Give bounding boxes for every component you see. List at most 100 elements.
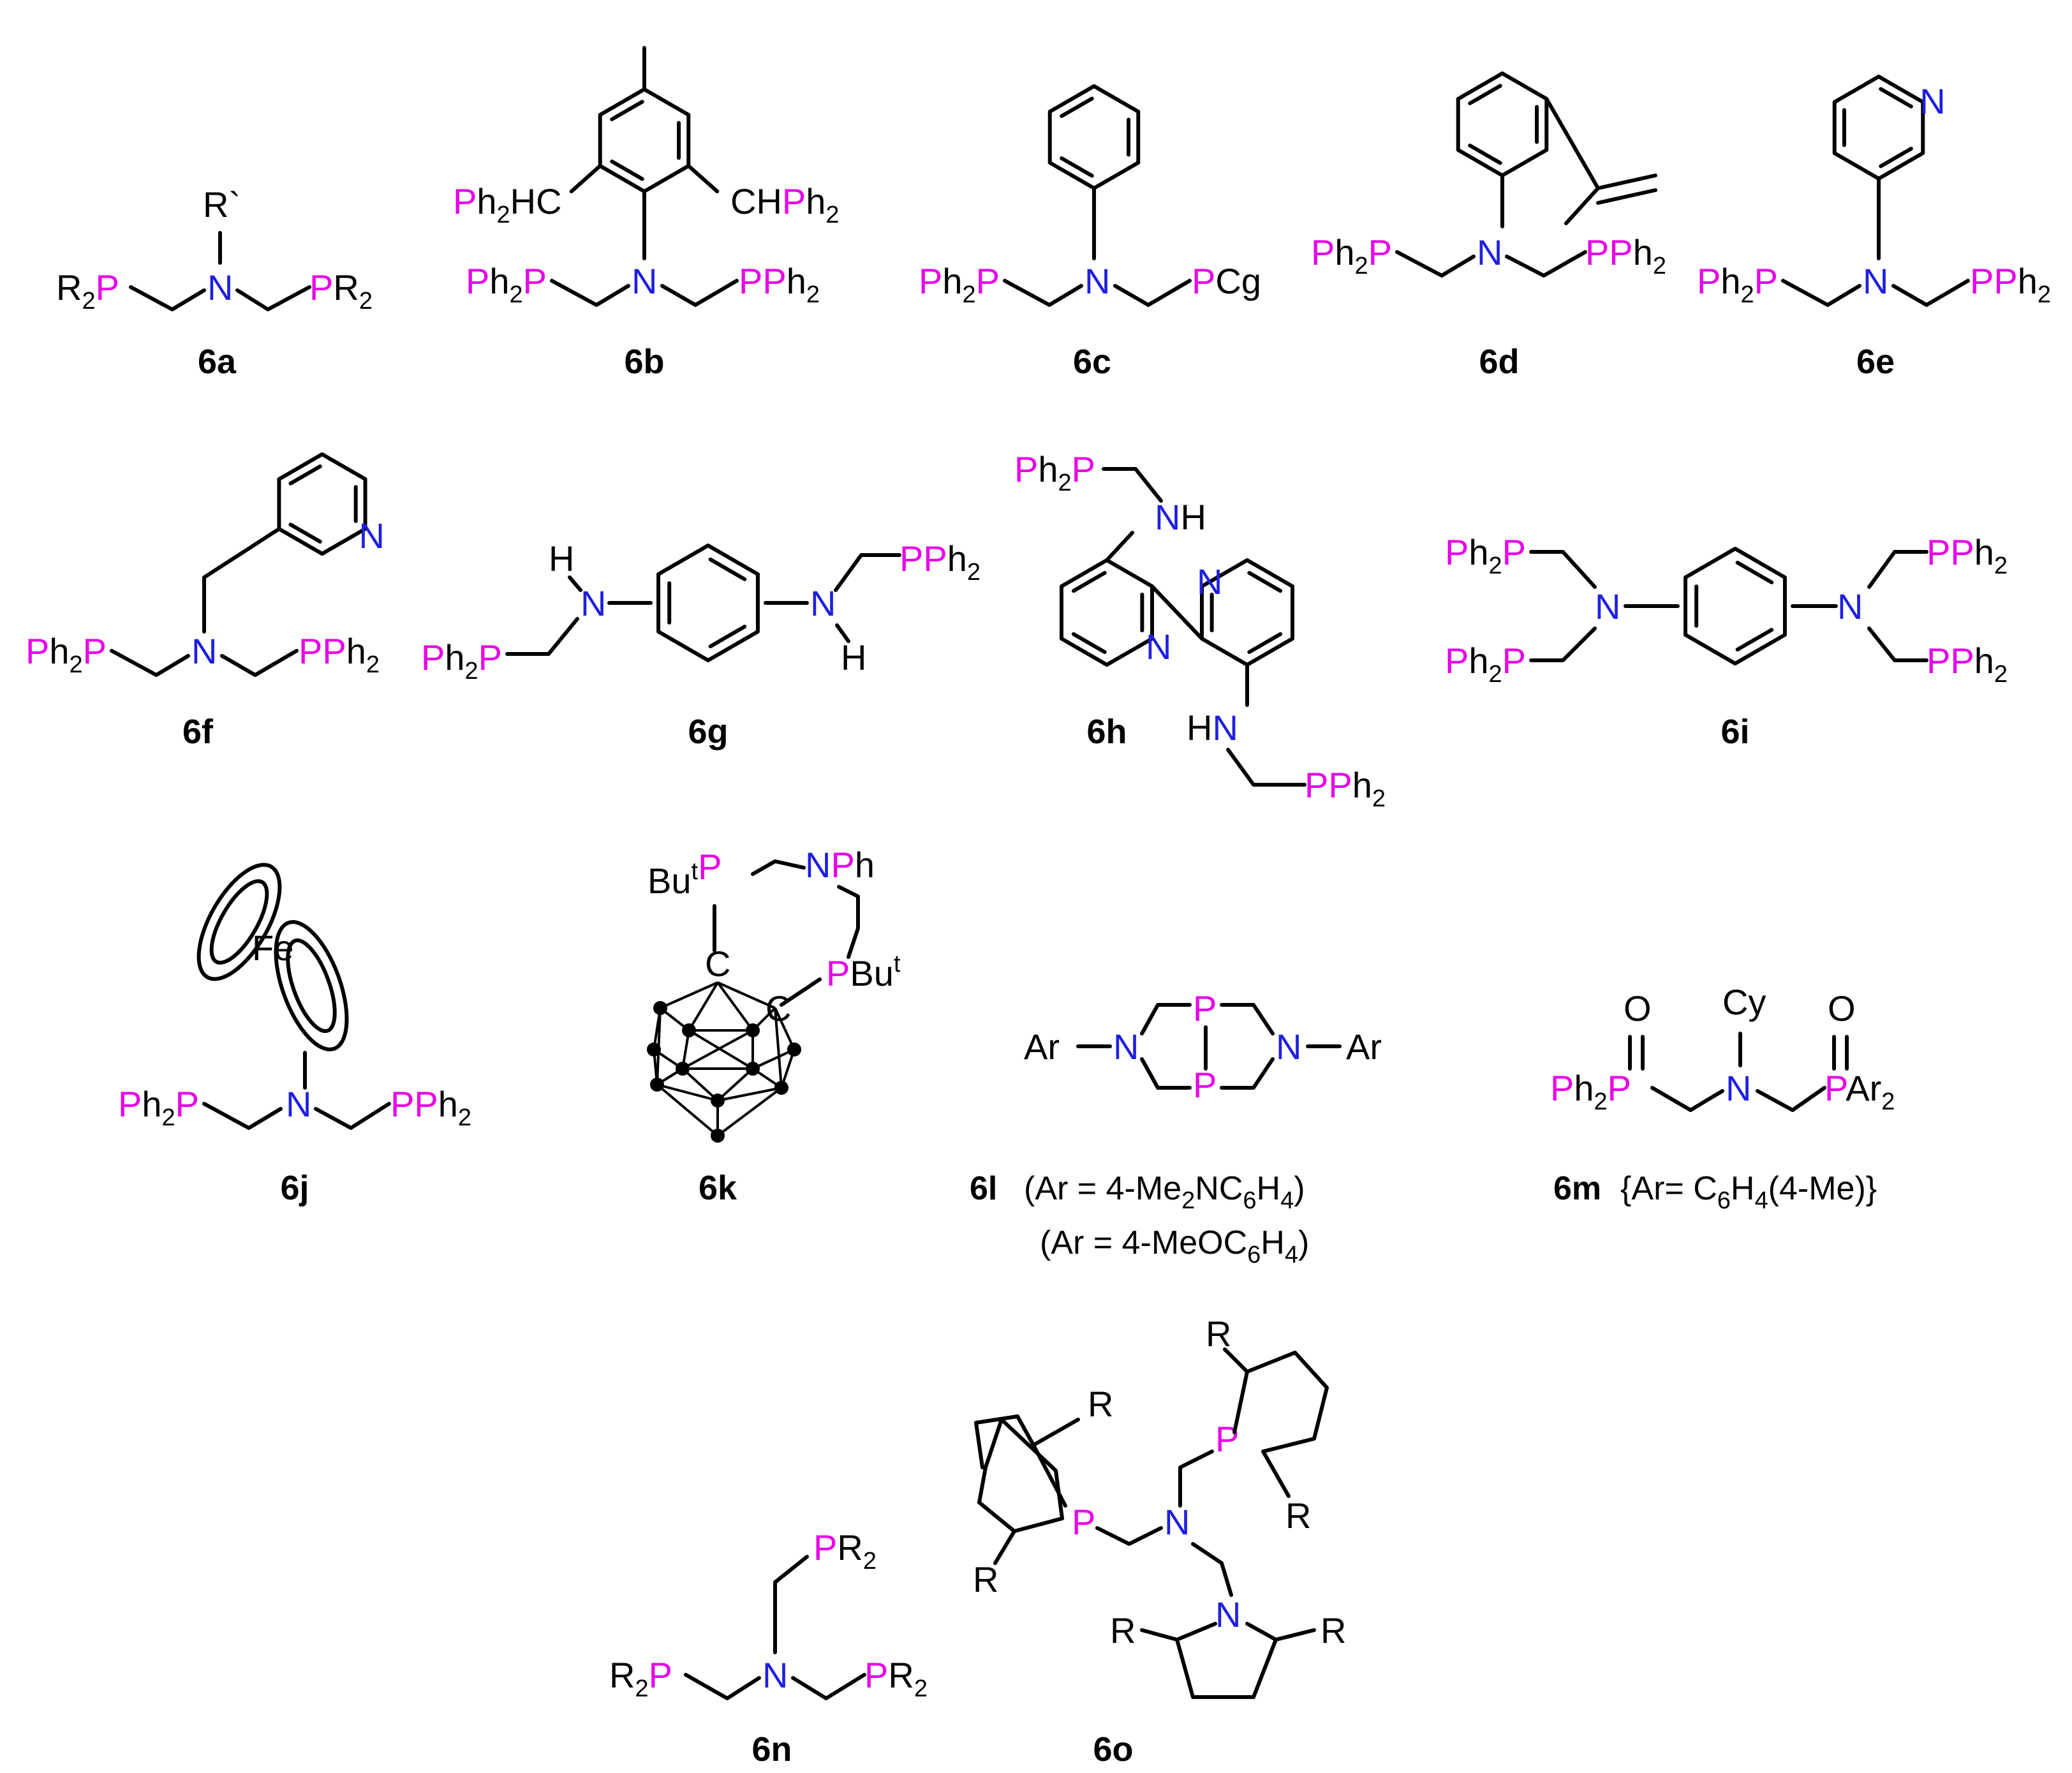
6l-caption: 6l (970, 1170, 997, 1207)
6i-ch2-lr (1867, 627, 1928, 662)
6i-phosphine-ul: Ph2P (1445, 532, 1526, 579)
6k-boron-vertex (746, 1062, 760, 1076)
6b-ring-double-bond (610, 100, 644, 121)
6k-nph: NPh (805, 845, 875, 885)
6k-boron-vertex (711, 1129, 725, 1143)
6b-ring-double-bond (610, 159, 644, 181)
6k-carbon-1: C (705, 944, 730, 984)
6m-left-phosphine: Ph2P (1550, 1068, 1631, 1115)
6m-bond-right (1756, 1086, 1826, 1112)
6o-r-4: R (1285, 1495, 1311, 1536)
6l-ch2-ur (1220, 1003, 1275, 1035)
6o-phospholane-left-b (1016, 1414, 1035, 1447)
6b-chph2-left: Ph2HC (453, 181, 562, 228)
6h-pyridine-ring-left (1059, 558, 1155, 667)
6k-cage-edge (656, 1083, 719, 1137)
6k-ch2-right (837, 885, 860, 959)
6b-mesityl-ring (598, 87, 691, 193)
6h-pyridine-n-left: N (1146, 627, 1171, 667)
6b-right-phosphine: PPh2 (739, 261, 820, 308)
6b-bond-right (660, 279, 739, 307)
6k-carbon-2: C (766, 988, 791, 1028)
6f-left-phosphine: Ph2P (26, 631, 107, 678)
6d-right-phosphine: PPh2 (1585, 232, 1666, 279)
6j-amine-n: N (286, 1084, 311, 1124)
6o-phospholane-top (1232, 1351, 1329, 1453)
6c-caption: 6c (1073, 343, 1111, 381)
6h-biaryl-bond (1150, 584, 1204, 641)
6k-cage-edge (774, 1007, 783, 1088)
6o-r-1: R (1088, 1384, 1113, 1424)
6j-bond-right (314, 1102, 391, 1130)
6c-phenyl-ring (1047, 84, 1141, 190)
6g-caption: 6g (688, 713, 728, 751)
6k-cage-edge (682, 1029, 753, 1070)
6f-caption: 6f (182, 713, 214, 751)
6k-boron-vertex (774, 1081, 788, 1095)
6e-caption: 6e (1856, 343, 1895, 381)
6i-n-left: N (1595, 586, 1620, 627)
6k-cage-edge (688, 1029, 754, 1070)
6f-bond-right (220, 649, 299, 677)
6k-phosphine-bottom: PBut (826, 951, 901, 993)
6h-nh-bottom: HN (1187, 708, 1238, 748)
6i-phosphine-ll: Ph2P (1445, 641, 1526, 688)
6g-phenylene-ring (656, 544, 760, 662)
6d-left-phosphine: Ph2P (1311, 232, 1392, 279)
6e-ring-double-bond (1879, 147, 1913, 168)
6d-bond-left (1395, 250, 1476, 278)
6h-ring-double-bond (1247, 632, 1283, 655)
6b-amine-n: N (632, 261, 657, 301)
6i-ch2-ll (1529, 627, 1597, 662)
6d-vinyl-bond (1544, 97, 1600, 190)
6h-ring-double-bond (1071, 632, 1107, 655)
6k-cage-edge (774, 1007, 796, 1050)
6b-chph2-left-bond (569, 164, 602, 193)
6n-amine-n: N (762, 1655, 788, 1695)
6h-nh-bond-top (1105, 531, 1134, 562)
6o-phosphorus-left: P (1072, 1502, 1095, 1542)
6f-ring-double-bond (288, 464, 322, 486)
6o-r-6: R (1321, 1610, 1346, 1651)
6l-ch2-lr (1220, 1057, 1275, 1090)
6k-boron-vertex (711, 1094, 725, 1108)
6l-ch2-ul (1140, 1003, 1192, 1035)
6j-iron: Fe (252, 928, 293, 968)
6o-r-5: R (1110, 1610, 1136, 1651)
6j-caption: 6j (280, 1169, 309, 1207)
6h-caption: 6h (1086, 713, 1127, 751)
6k-c2-p-bond (780, 977, 822, 1007)
6o-amine-n: N (1164, 1502, 1190, 1542)
6o-ch2-bottom (1191, 1542, 1233, 1597)
6e-ring-double-bond (1879, 87, 1913, 108)
6n-caption: 6n (751, 1730, 792, 1769)
6e-bond-right (1891, 279, 1970, 307)
6j-cp-ring-top-inner (209, 879, 269, 965)
6h-ch2-top (1102, 467, 1163, 503)
6g-left-h: H (549, 538, 574, 579)
6k-boron-vertex (682, 1023, 696, 1037)
6o-caption: 6o (1093, 1730, 1133, 1769)
6h-ch2-bottom (1226, 748, 1306, 787)
6k-cage-edge (717, 1087, 782, 1102)
6o-pyrrolidine-n: N (1215, 1594, 1241, 1635)
6a-amine-n: N (207, 267, 233, 308)
6o-ch2-top (1178, 1450, 1214, 1508)
6a-caption: 6a (198, 343, 237, 381)
6c-ring-double-bond (1060, 156, 1094, 178)
6d-ring-double-bond (1468, 84, 1502, 105)
6k-cage-edge (688, 981, 719, 1032)
6a-bond-left (129, 285, 206, 311)
6k-cage-edge (716, 1087, 783, 1137)
6k-boron-vertex (647, 1042, 661, 1057)
6c-amine-n: N (1084, 261, 1110, 301)
6d-methyl-bond (1564, 186, 1600, 225)
6k-boron-vertex (653, 1001, 667, 1015)
6o-r-bond-4 (1261, 1450, 1291, 1498)
6l-n-left: N (1113, 1027, 1139, 1067)
6g-ch2-right (834, 553, 901, 592)
6i-phosphine-lr: PPh2 (1927, 641, 2008, 688)
6i-ch2-ul (1529, 550, 1597, 589)
6o-phospholane-left-c (1032, 1443, 1067, 1508)
